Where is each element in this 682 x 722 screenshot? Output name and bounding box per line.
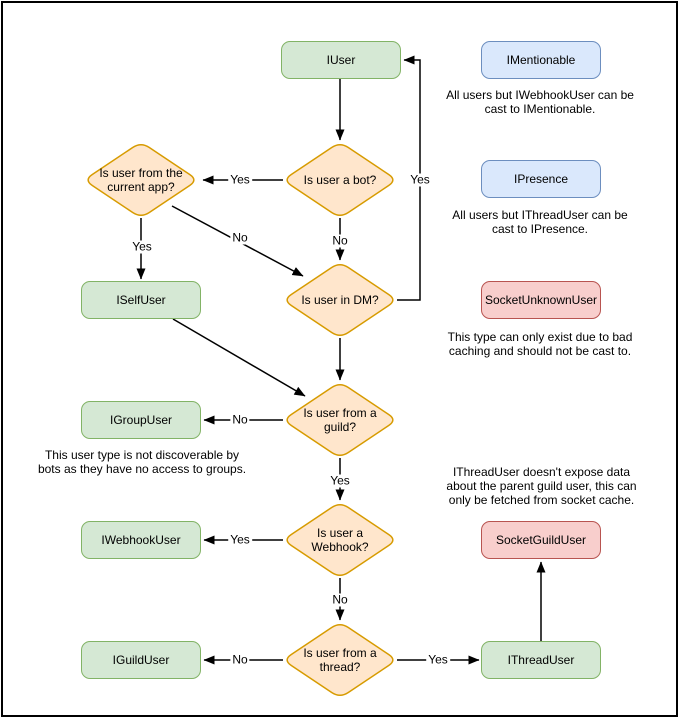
node-iselfuser: ISelfUser (81, 281, 201, 319)
decision-label-is-thread: Is user from a thread? (303, 646, 377, 674)
edge-label-capp-no: No (230, 230, 250, 245)
edge-label-thread-yes: Yes (426, 652, 450, 667)
node-socketguilduser: SocketGuildUser (481, 521, 601, 559)
decision-label-is-current-app: Is user from the current app? (99, 166, 183, 194)
note-group: This user type is not discoverable by bo… (37, 448, 247, 476)
note-thread: IThreadUser doesn't expose data about th… (446, 465, 637, 507)
edge-label-thread-no: No (230, 652, 250, 667)
node-ipresence: IPresence (481, 160, 601, 198)
node-iguilduser: IGuildUser (81, 641, 201, 679)
decision-label-is-dm: Is user in DM? (301, 293, 379, 307)
note-presence: All users but IThreadUser can be cast to… (452, 208, 628, 236)
note-mentionable: All users but IWebhookUser can be cast t… (446, 88, 634, 116)
edge-label-capp-yes: Yes (130, 239, 154, 254)
decision-label-is-bot: Is user a bot? (303, 173, 377, 187)
decision-label-is-webhook: Is user a Webhook? (311, 526, 369, 554)
edge-iselfuser-to-guild (172, 318, 306, 397)
node-imentionable: IMentionable (481, 41, 601, 79)
decision-label-is-guild: Is user from a guild? (303, 406, 377, 434)
edge-label-bot-no: No (330, 233, 350, 248)
node-iuser: IUser (281, 41, 401, 79)
edge-label-guild-no: No (230, 412, 250, 427)
edge-label-guild-yes: Yes (328, 473, 352, 488)
edge-label-dm-yes: Yes (408, 172, 432, 187)
edge-label-webhook-yes: Yes (228, 532, 252, 547)
edge-label-bot-yes: Yes (228, 172, 252, 187)
node-iwebhookuser: IWebhookUser (81, 521, 201, 559)
node-igroupuser: IGroupUser (81, 401, 201, 439)
note-unknown: This type can only exist due to bad cach… (447, 330, 633, 358)
edge-label-webhook-no: No (330, 592, 350, 607)
node-ithreaduser: IThreadUser (481, 641, 601, 679)
node-socketunknownuser: SocketUnknownUser (481, 281, 601, 319)
